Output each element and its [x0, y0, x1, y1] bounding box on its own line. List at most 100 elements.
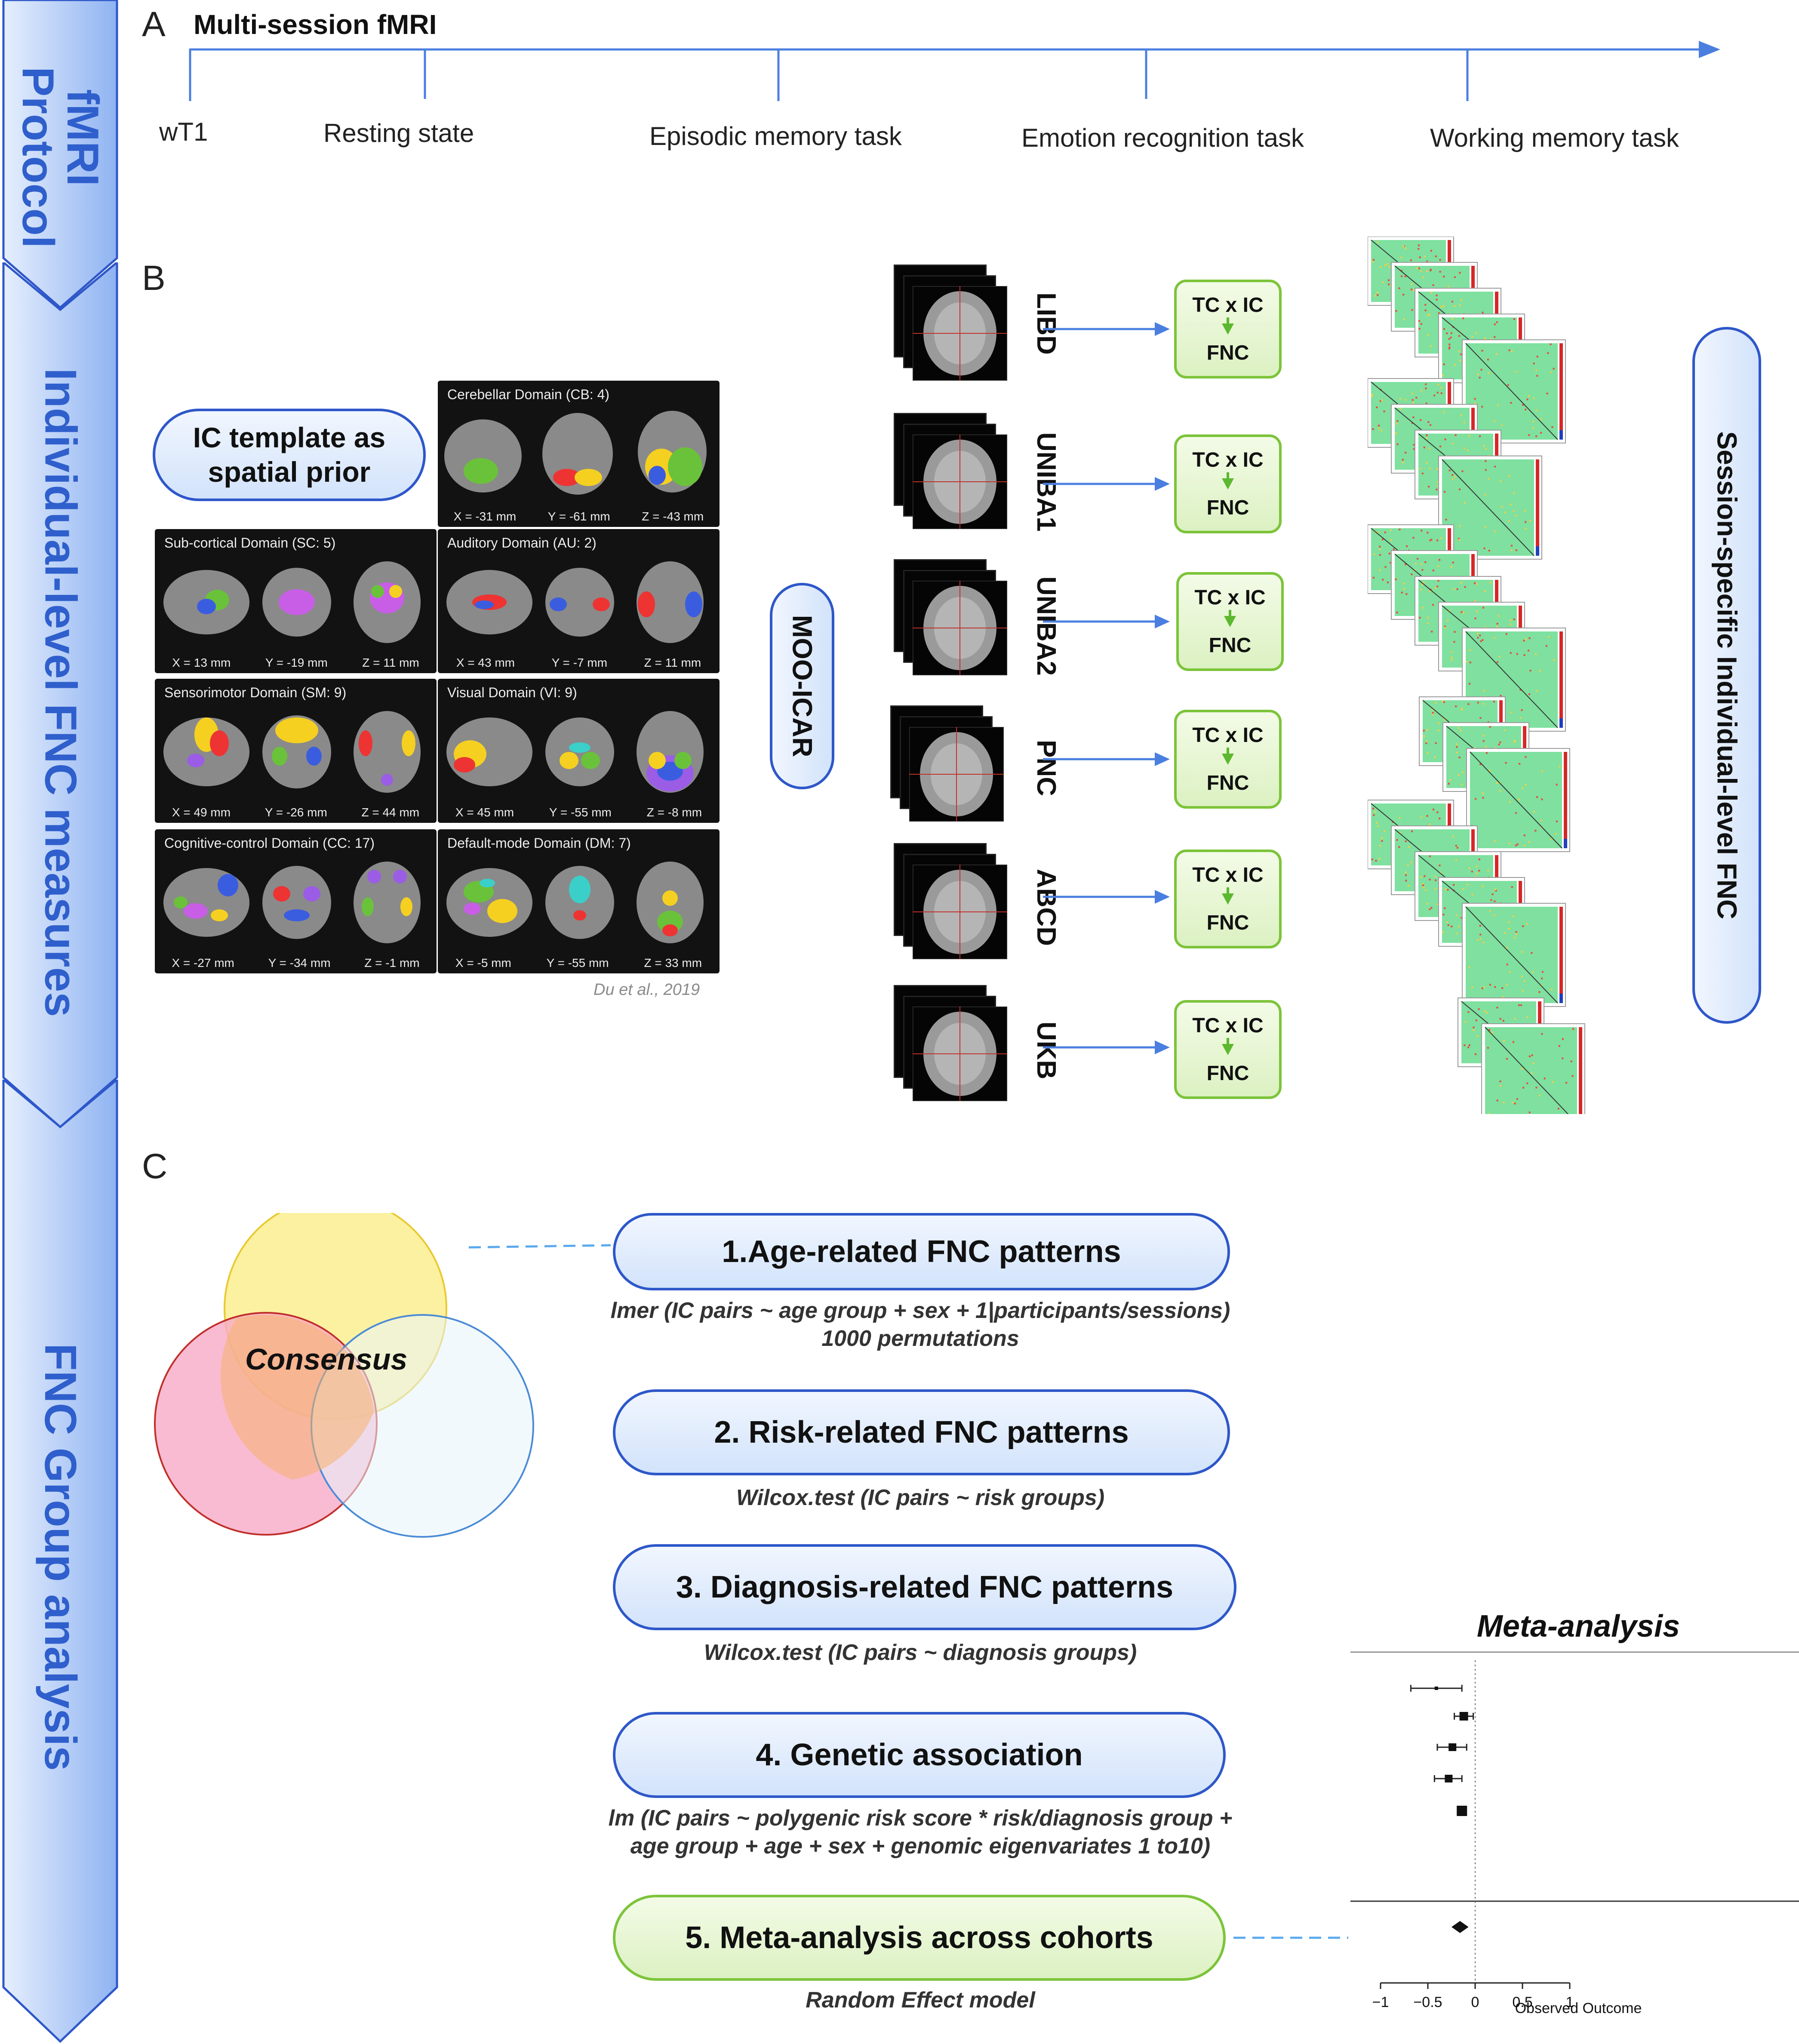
fnc-box-bottom: FNC	[1206, 496, 1249, 519]
x-tick-label: 0	[1471, 1994, 1479, 2010]
step-formula: Wilcox.test (IC pairs ~ diagnosis groups…	[576, 1639, 1264, 1667]
formula-line: Random Effect model	[806, 1988, 1035, 2013]
x-tick-label: −0.5	[1413, 1994, 1442, 2010]
step-formula: lm (IC pairs ~ polygenic risk score * ri…	[533, 1804, 1307, 1860]
formula-line: lmer (IC pairs ~ age group + sex + 1|par…	[610, 1298, 1230, 1323]
output-pill: Session-specific Individual-level FNC	[1692, 327, 1761, 1024]
x-tick-label: −1	[1372, 1994, 1389, 2010]
domain-coord: Z = -8 mm	[646, 806, 702, 819]
domain-coord: Z = -1 mm	[364, 956, 420, 970]
timeline-label-working: Working memory task	[1430, 123, 1679, 152]
domain-coord: Z = 33 mm	[644, 956, 702, 970]
cohort-label: UNIBA2	[1031, 576, 1061, 676]
fnc-matrix	[1481, 1023, 1585, 1114]
step-pill-diagnosis: 3. Diagnosis-related FNC patterns	[613, 1544, 1236, 1630]
domain-panel-auditory: Auditory Domain (AU: 2) X = 43 mm Y = -7 …	[438, 529, 720, 673]
domain-coord: Z = 44 mm	[361, 806, 420, 819]
side-banner-group: FNC Group analysis	[0, 1080, 120, 2044]
fnc-matrix-stack	[1368, 237, 1585, 1114]
step-formula: Wilcox.test (IC pairs ~ risk groups)	[576, 1484, 1264, 1512]
fnc-matrix	[1462, 339, 1566, 443]
fnc-box-top: TC x IC	[1192, 294, 1264, 317]
method-pill: MOO-ICAR	[770, 583, 834, 789]
side-banner-group-shape	[2, 1080, 118, 2043]
timeline-label-emotion: Emotion recognition task	[1021, 123, 1304, 152]
dashed-connector	[468, 1244, 611, 1249]
domain-coord: Y = -7 mm	[551, 656, 608, 669]
formula-line: Wilcox.test (IC pairs ~ diagnosis groups…	[704, 1640, 1137, 1665]
fnc-box: TC x IC FNC	[1176, 572, 1284, 671]
fnc-matrix	[1462, 903, 1566, 1007]
panel-b-letter: B	[142, 259, 166, 298]
side-label-group: FNC Group analysis	[35, 1343, 85, 1771]
domain-title: Cerebellar Domain (CB: 4)	[447, 387, 610, 402]
flow-arrow	[1043, 322, 1170, 336]
formula-line: Wilcox.test (IC pairs ~ risk groups)	[736, 1485, 1105, 1510]
panel-a-title: Multi-session fMRI	[194, 9, 437, 40]
mri-slice	[913, 286, 1007, 381]
formula-line: age group + age + sex + genomic eigenvar…	[630, 1834, 1211, 1859]
output-label: Session-specific Individual-level FNC	[1711, 431, 1742, 920]
study-point	[1457, 1806, 1467, 1816]
cohort-label: UNIBA1	[1031, 432, 1061, 532]
fnc-box-bottom: FNC	[1209, 634, 1252, 657]
fnc-box-bottom: FNC	[1206, 911, 1249, 934]
study-point	[1445, 1775, 1453, 1782]
study-point	[1459, 1712, 1468, 1721]
domain-coord: Y = -19 mm	[265, 656, 328, 669]
fnc-box-top: TC x IC	[1194, 586, 1266, 609]
chart-title: Meta-analysis	[1476, 1609, 1680, 1644]
step-label: 1.Age-related FNC patterns	[722, 1234, 1121, 1269]
side-label-protocol: fMRI Protocol	[13, 67, 108, 248]
fnc-box-top: TC x IC	[1192, 724, 1264, 747]
domain-coord: X = 49 mm	[172, 806, 231, 819]
domain-coord: Y = -34 mm	[268, 956, 331, 970]
formula-line: lm (IC pairs ~ polygenic risk score * ri…	[608, 1806, 1233, 1831]
chart-xlabel: Observed Outcome	[1515, 2000, 1642, 2016]
formula-line: 1000 permutations	[821, 1326, 1019, 1351]
fnc-box-top: TC x IC	[1192, 1014, 1264, 1037]
brain-slices	[163, 711, 421, 793]
domain-coord: X = 43 mm	[456, 656, 515, 669]
step-label: 2. Risk-related FNC patterns	[714, 1415, 1129, 1450]
mri-slice	[913, 865, 1007, 959]
step-formula: Random Effect model	[576, 1986, 1264, 2014]
mri-slice	[913, 1007, 1007, 1101]
down-arrow-icon	[1222, 1044, 1234, 1055]
fnc-box-bottom: FNC	[1206, 1062, 1249, 1085]
dashed-connector	[1233, 1936, 1348, 1939]
brain-slices	[446, 561, 704, 643]
x-tick-label: 0.5	[1512, 1994, 1532, 2010]
step-label: 3. Diagnosis-related FNC patterns	[676, 1570, 1174, 1604]
panel-c-letter: C	[142, 1147, 168, 1186]
study-point	[1434, 1687, 1438, 1690]
flow-arrow	[1043, 752, 1170, 766]
domain-title: Auditory Domain (AU: 2)	[447, 535, 597, 551]
domain-coord: X = -27 mm	[172, 956, 234, 970]
fnc-matrix	[1438, 456, 1542, 560]
domain-coord: Y = -61 mm	[547, 510, 610, 523]
domain-coord: Z = 11 mm	[644, 656, 701, 669]
method-label: MOO-ICAR	[787, 615, 818, 757]
panel-a-letter: A	[142, 5, 166, 44]
mri-slice	[909, 727, 1004, 822]
timeline-label-resting: Resting state	[323, 119, 474, 148]
fnc-box-top: TC x IC	[1192, 449, 1264, 471]
domain-title: Sensorimotor Domain (SM: 9)	[164, 685, 347, 700]
side-banner-protocol: fMRI Protocol	[0, 0, 120, 310]
side-label-individual: Individual-level FNC measures	[35, 368, 86, 1017]
cohort-label: LIBD	[1031, 292, 1061, 355]
side-banner-individual: Individual-level FNC measures	[0, 262, 120, 1131]
flow-arrow	[1043, 477, 1170, 491]
brain-slices	[446, 711, 704, 793]
brain-slices	[163, 561, 421, 643]
side-banner-individual-shape	[2, 262, 118, 1129]
